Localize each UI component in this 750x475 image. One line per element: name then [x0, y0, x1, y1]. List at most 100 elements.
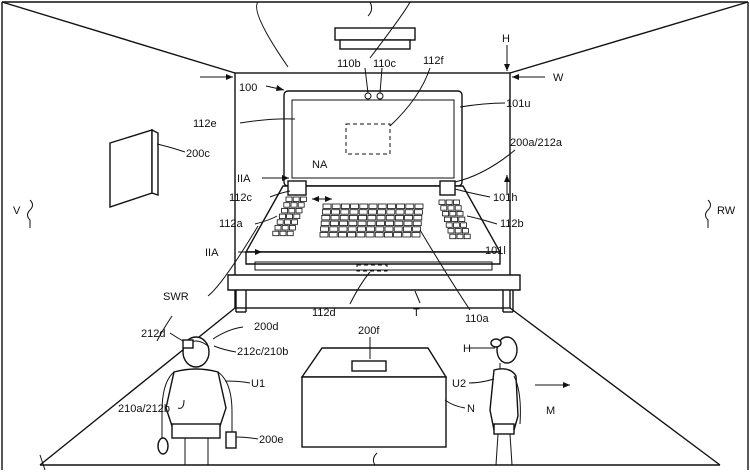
key	[462, 229, 468, 234]
key	[369, 204, 377, 209]
key	[387, 210, 395, 215]
key	[367, 227, 375, 232]
key	[348, 227, 356, 232]
box-front	[302, 377, 446, 447]
key	[287, 231, 293, 236]
label-101h: 101h	[493, 192, 517, 204]
key	[394, 233, 402, 238]
label-112c: 112c	[229, 192, 253, 204]
key	[396, 210, 404, 215]
key	[412, 233, 420, 238]
label-110c: 110c	[373, 58, 397, 70]
label-IIA-mid: IIA	[205, 247, 219, 259]
key	[348, 233, 356, 238]
label-NA: NA	[312, 159, 328, 171]
key	[287, 214, 293, 219]
item-200f	[352, 361, 386, 371]
key	[350, 210, 358, 215]
key	[444, 217, 450, 222]
key	[322, 215, 330, 220]
label-N: N	[467, 403, 475, 415]
key	[331, 215, 339, 220]
key	[395, 215, 403, 220]
key	[404, 221, 412, 226]
key	[341, 204, 349, 209]
key	[413, 227, 421, 232]
label-H-top: H	[502, 33, 510, 45]
key	[340, 221, 348, 226]
label-100: 100	[239, 82, 257, 94]
key	[273, 231, 279, 236]
key	[377, 215, 385, 220]
label-200c: 200c	[186, 148, 210, 160]
key	[386, 221, 394, 226]
label-200f: 200f	[358, 325, 380, 337]
key	[403, 233, 411, 238]
key	[289, 226, 295, 231]
label-V: V	[13, 205, 21, 217]
key	[289, 208, 295, 213]
label-212c-210b: 212c/210b	[237, 346, 288, 358]
key	[453, 200, 459, 205]
key	[368, 210, 376, 215]
key	[413, 221, 421, 226]
key	[457, 234, 463, 239]
key	[459, 217, 465, 222]
key	[446, 223, 452, 228]
laptop-device	[246, 91, 500, 271]
key	[375, 233, 383, 238]
key	[367, 221, 375, 226]
key	[414, 215, 422, 220]
label-112b: 112b	[500, 218, 524, 230]
key	[406, 204, 414, 209]
laptop-screen	[284, 91, 462, 186]
table-T	[228, 275, 520, 312]
key	[415, 204, 423, 209]
label-200d: 200d	[254, 321, 278, 333]
corner-line-br	[510, 308, 720, 465]
break-mark-right	[706, 200, 711, 228]
key	[357, 227, 365, 232]
key	[395, 221, 403, 226]
corner-line-tr	[510, 2, 748, 73]
key	[282, 226, 288, 231]
key	[394, 227, 402, 232]
break-mark-top	[368, 2, 372, 16]
key	[405, 215, 413, 220]
label-101u: 101u	[506, 98, 530, 110]
key	[338, 233, 346, 238]
key	[294, 214, 300, 219]
key	[378, 204, 386, 209]
key	[387, 204, 395, 209]
key	[321, 227, 329, 232]
label-112a: 112a	[219, 218, 244, 230]
break-mark-left	[28, 200, 33, 228]
key	[453, 223, 459, 228]
key	[340, 215, 348, 220]
key	[358, 221, 366, 226]
key	[357, 233, 365, 238]
label-210a-212b: 210a/212b	[118, 403, 170, 415]
key	[329, 233, 337, 238]
key	[349, 215, 357, 220]
label-110a: 110a	[465, 313, 490, 325]
label-IIA-top: IIA	[237, 173, 251, 185]
key	[275, 226, 281, 231]
label-M: M	[546, 405, 555, 417]
box-N	[302, 348, 446, 447]
key	[448, 206, 454, 211]
key	[280, 231, 286, 236]
label-U2: U2	[452, 378, 466, 390]
key	[298, 203, 304, 208]
user-U2	[490, 337, 520, 465]
key	[397, 204, 405, 209]
key	[359, 215, 367, 220]
label-101l: 101l	[485, 245, 506, 257]
table-top	[228, 275, 520, 290]
key	[279, 214, 285, 219]
label-W: W	[553, 72, 564, 84]
device-200e	[226, 432, 236, 448]
label-RW: RW	[717, 205, 736, 217]
key	[386, 215, 394, 220]
